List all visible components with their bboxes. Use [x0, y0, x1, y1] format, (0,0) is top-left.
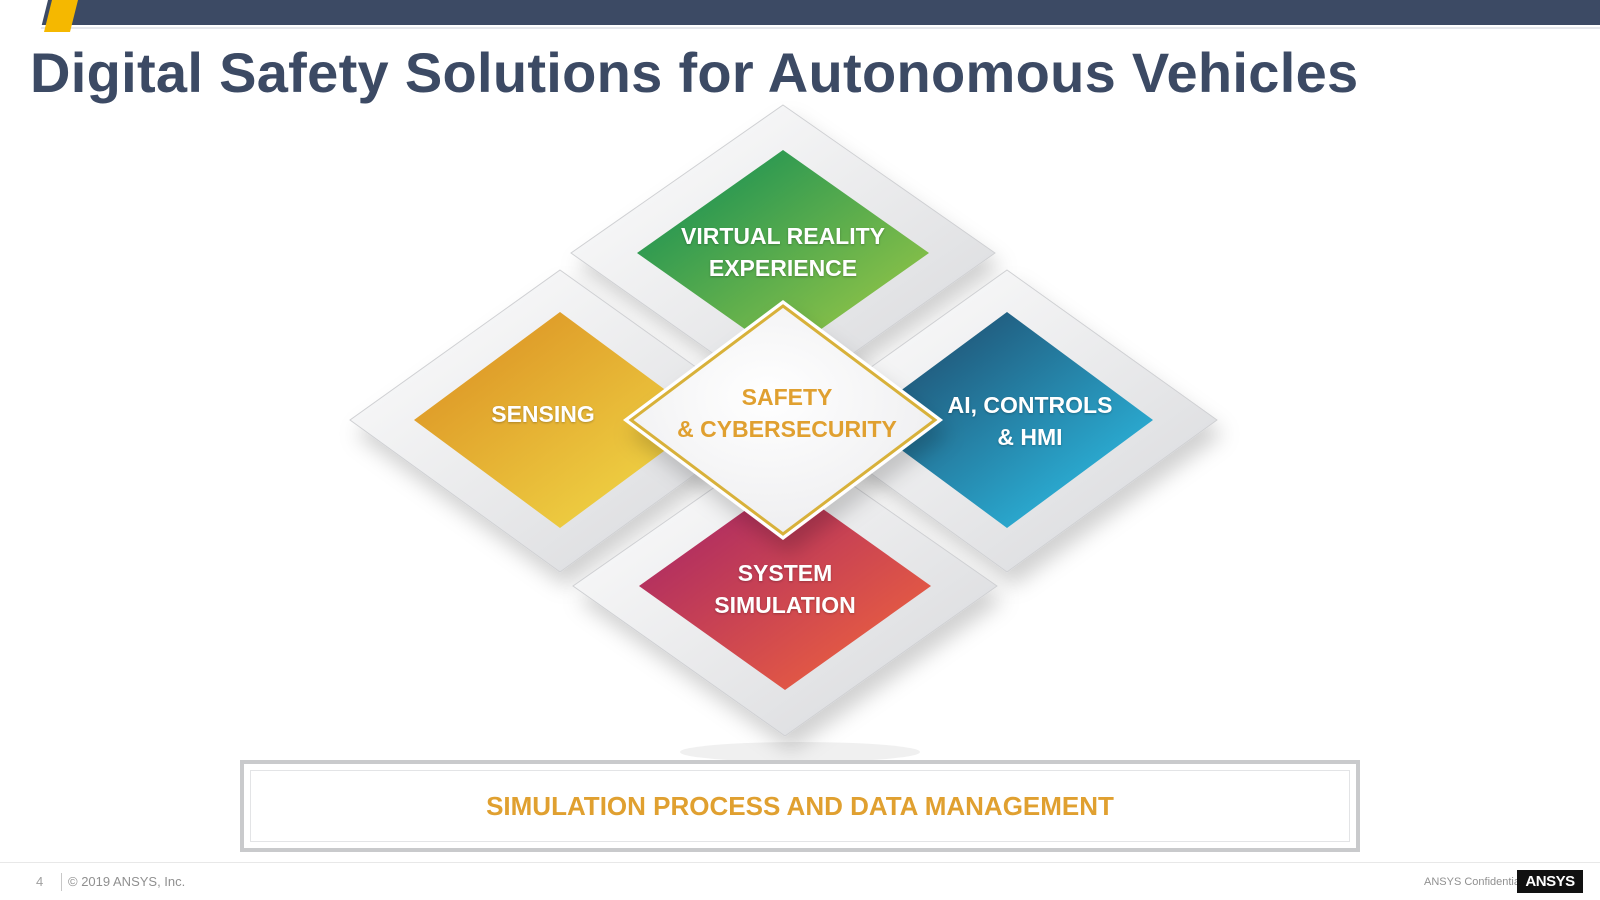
diamond-virtual-reality [637, 150, 929, 356]
diamond-system-simulation [639, 482, 931, 690]
foundation-inner: SIMULATION PROCESS AND DATA MANAGEMENT [250, 770, 1350, 842]
label-safety-cybersecurity: SAFETY & CYBERSECURITY [677, 384, 897, 442]
footer-divider [0, 862, 1600, 863]
diagram-ground-shadow [680, 742, 920, 762]
top-bar-divider [0, 27, 1600, 29]
foundation-label: SIMULATION PROCESS AND DATA MANAGEMENT [486, 790, 1114, 821]
footer-separator [61, 873, 62, 891]
label-sensing: SENSING [491, 401, 595, 427]
label-system-simulation: SYSTEM SIMULATION [714, 560, 856, 618]
diamond-sensing [414, 312, 706, 528]
accent-stripe [0, 0, 78, 32]
center-diamond [628, 304, 938, 536]
copyright-text: © 2019 ANSYS, Inc. [68, 874, 186, 889]
foundation-box: SIMULATION PROCESS AND DATA MANAGEMENT [240, 760, 1360, 852]
label-ai-controls: AI, CONTROLS & HMI [947, 392, 1113, 450]
diamond-ai-controls [861, 312, 1153, 528]
ansys-logo: ANSYS [1517, 870, 1583, 893]
page-number: 4 [36, 874, 44, 889]
slide-title: Digital Safety Solutions for Autonomous … [30, 41, 1359, 104]
confidential-label: ANSYS Confidential [1424, 876, 1523, 888]
top-bar [0, 0, 1600, 25]
label-virtual-reality: VIRTUAL REALITY EXPERIENCE [680, 223, 886, 281]
